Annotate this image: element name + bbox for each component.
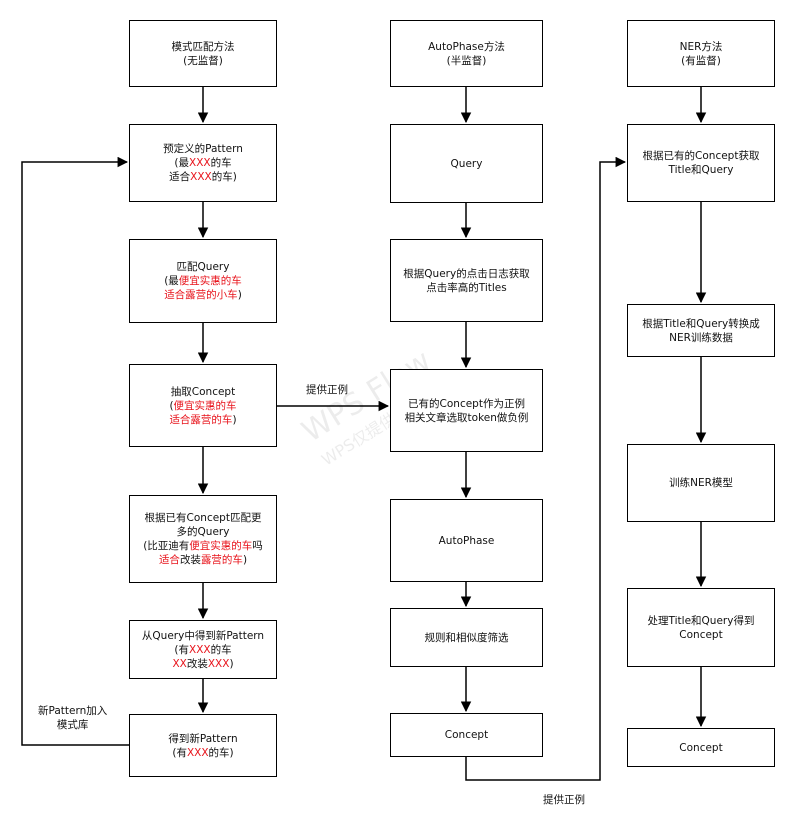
feedback-label: 新Pattern加入 模式库 — [38, 704, 107, 732]
node-text: 点击率高的Titles — [426, 281, 507, 294]
positive-negative-examples-node: 已有的Concept作为正例 相关文章选取token做负例 — [390, 369, 543, 452]
node-text: Concept — [444, 729, 489, 741]
node-text: NER训练数据 — [669, 331, 733, 344]
ner-method-title-node: NER方法 (有监督) — [627, 20, 775, 87]
node-text: 适合露营的小车) — [164, 289, 242, 301]
autophase-method-title-node: AutoPhase方法 (半监督) — [390, 20, 543, 87]
node-text: 已有的Concept作为正例 — [408, 397, 525, 410]
node-text: 根据已有的Concept获取 — [642, 150, 760, 162]
node-text: 得到新Pattern — [168, 732, 238, 745]
positive-example-label-1: 提供正例 — [306, 384, 348, 396]
node-text: 根据Query的点击日志获取 — [403, 267, 530, 280]
match-query-node: 匹配Query (最便宜实惠的车 适合露营的小车) — [129, 239, 277, 323]
node-text: 匹配Query — [176, 261, 230, 273]
extract-concept-node: 抽取Concept (便宜实惠的车 适合露营的车) — [129, 364, 277, 447]
convert-ner-data-node: 根据Title和Query转换成 NER训练数据 — [627, 304, 775, 357]
got-new-pattern-node: 得到新Pattern (有XXX的车) — [129, 714, 277, 777]
new-pattern-from-query-node: 从Query中得到新Pattern (有XXX的车 XX改装XXX) — [129, 620, 277, 679]
node-text: 模式匹配方法 — [171, 40, 235, 53]
node-text: 多的Query — [176, 526, 230, 538]
node-text: Concept — [679, 628, 723, 641]
arrow-concept-to-ner — [465, 156, 627, 781]
autophase-concept-node: Concept — [390, 713, 543, 757]
node-text: 抽取Concept — [170, 385, 236, 398]
node-text: (半监督) — [446, 54, 487, 67]
node-text: 适合露营的车) — [169, 413, 237, 426]
process-title-query-node: 处理Title和Query得到 Concept — [627, 588, 775, 667]
ner-concept-node: Concept — [627, 728, 775, 767]
node-text: (有监督) — [681, 54, 721, 67]
node-text: NER方法 — [679, 40, 723, 53]
node-text: AutoPhase — [438, 534, 495, 547]
node-text: Query — [450, 157, 483, 170]
node-text: Title和Query — [668, 164, 734, 176]
pattern-method-title-node: 模式匹配方法 (无监督) — [129, 20, 277, 87]
node-text: (比亚迪有便宜实惠的车吗 — [143, 540, 263, 552]
edge-label: 模式库 — [56, 719, 89, 731]
node-text: 处理Title和Query得到 — [647, 614, 755, 627]
train-ner-model-node: 训练NER模型 — [627, 444, 775, 522]
edge-label: 新Pattern加入 — [38, 705, 108, 717]
node-text: 根据Title和Query转换成 — [642, 317, 760, 330]
node-text: 适合改装露营的车) — [158, 554, 248, 566]
query-node: Query — [390, 124, 543, 203]
click-log-titles-node: 根据Query的点击日志获取 点击率高的Titles — [390, 239, 543, 322]
node-text: (便宜实惠的车 — [169, 399, 237, 412]
node-text: Concept — [679, 741, 723, 754]
node-text: 规则和相似度筛选 — [424, 631, 509, 644]
node-text: (无监督) — [183, 54, 223, 67]
predefined-pattern-node: 预定义的Pattern (最XXX的车 适合XXX的车) — [129, 124, 277, 202]
node-text: 训练NER模型 — [669, 477, 733, 489]
node-text: (有XXX的车 — [174, 643, 232, 656]
node-text: 预定义的Pattern — [163, 143, 243, 155]
match-more-query-node: 根据已有Concept匹配更 多的Query (比亚迪有便宜实惠的车吗 适合改装… — [129, 495, 277, 583]
node-text: XX改装XXX) — [172, 657, 234, 670]
autophase-node: AutoPhase — [390, 499, 543, 582]
node-text: 从Query中得到新Pattern — [141, 629, 265, 642]
arrow-feedback-loop — [21, 156, 129, 746]
node-text: AutoPhase方法 — [428, 40, 505, 53]
rule-similarity-filter-node: 规则和相似度筛选 — [390, 608, 543, 667]
get-title-query-node: 根据已有的Concept获取 Title和Query — [627, 124, 775, 202]
node-text: 相关文章选取token做负例 — [404, 411, 529, 424]
positive-example-label-2: 提供正例 — [543, 794, 585, 806]
node-text: (最XXX的车 — [174, 157, 232, 169]
node-text: 根据已有Concept匹配更 — [144, 512, 262, 524]
node-text: (最便宜实惠的车 — [164, 275, 242, 287]
node-text: (有XXX的车) — [172, 746, 234, 759]
node-text: 适合XXX的车) — [169, 171, 237, 183]
